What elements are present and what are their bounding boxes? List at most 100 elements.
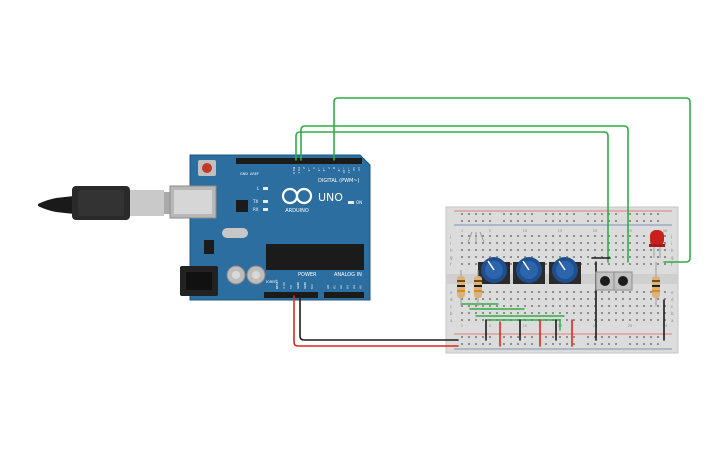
breadboard-hole[interactable] [622,235,624,237]
breadboard-hole[interactable] [475,319,477,321]
breadboard-hole[interactable] [664,256,666,258]
breadboard-hole[interactable] [468,263,470,265]
wire-green-pin7[interactable] [300,125,629,263]
breadboard-hole[interactable] [587,312,589,314]
breadboard-hole[interactable] [615,291,617,293]
breadboard-hole[interactable] [545,242,547,244]
breadboard-hole[interactable] [517,220,519,222]
breadboard-hole[interactable] [531,213,533,215]
breadboard-hole[interactable] [629,319,631,321]
breadboard-hole[interactable] [517,291,519,293]
breadboard-hole[interactable] [608,249,610,251]
breadboard-hole[interactable] [517,213,519,215]
breadboard-hole[interactable] [594,312,596,314]
breadboard-hole[interactable] [559,312,561,314]
breadboard-hole[interactable] [475,213,477,215]
breadboard-hole[interactable] [594,343,596,345]
breadboard-hole[interactable] [468,213,470,215]
breadboard-hole[interactable] [468,319,470,321]
breadboard-hole[interactable] [545,305,547,307]
breadboard-hole[interactable] [615,220,617,222]
breadboard-hole[interactable] [622,242,624,244]
breadboard-hole[interactable] [636,263,638,265]
breadboard-hole[interactable] [615,336,617,338]
breadboard-hole[interactable] [545,220,547,222]
breadboard-hole[interactable] [461,263,463,265]
wire-green-bb4[interactable] [485,319,561,331]
breadboard-hole[interactable] [552,291,554,293]
breadboard-hole[interactable] [517,235,519,237]
breadboard-hole[interactable] [524,343,526,345]
breadboard-hole[interactable] [629,235,631,237]
breadboard-hole[interactable] [559,305,561,307]
wire-red-5v[interactable] [293,295,459,347]
breadboard-hole[interactable] [566,319,568,321]
breadboard-hole[interactable] [503,343,505,345]
breadboard-hole[interactable] [587,263,589,265]
breadboard-hole[interactable] [475,249,477,251]
breadboard-hole[interactable] [657,343,659,345]
breadboard-hole[interactable] [573,312,575,314]
breadboard-hole[interactable] [524,312,526,314]
breadboard-hole[interactable] [636,291,638,293]
breadboard-hole[interactable] [629,220,631,222]
breadboard-hole[interactable] [524,305,526,307]
breadboard-hole[interactable] [615,213,617,215]
breadboard-hole[interactable] [650,343,652,345]
breadboard-hole[interactable] [503,336,505,338]
breadboard-hole[interactable] [573,305,575,307]
breadboard-hole[interactable] [510,343,512,345]
breadboard-hole[interactable] [594,256,596,258]
breadboard-hole[interactable] [650,249,652,251]
breadboard-hole[interactable] [545,263,547,265]
breadboard-hole[interactable] [608,220,610,222]
resistor-1[interactable] [457,270,465,306]
breadboard-hole[interactable] [615,319,617,321]
breadboard-hole[interactable] [559,249,561,251]
breadboard-hole[interactable] [622,305,624,307]
breadboard-hole[interactable] [489,235,491,237]
breadboard-hole[interactable] [650,298,652,300]
breadboard-hole[interactable] [594,235,596,237]
breadboard-hole[interactable] [643,291,645,293]
breadboard-hole[interactable] [489,305,491,307]
breadboard-hole[interactable] [650,256,652,258]
breadboard-hole[interactable] [545,343,547,345]
breadboard-hole[interactable] [496,256,498,258]
breadboard-hole[interactable] [510,291,512,293]
breadboard-hole[interactable] [587,298,589,300]
breadboard-hole[interactable] [566,298,568,300]
breadboard-hole[interactable] [559,235,561,237]
breadboard-hole[interactable] [636,220,638,222]
breadboard-hole[interactable] [559,256,561,258]
breadboard-hole[interactable] [517,242,519,244]
breadboard-hole[interactable] [587,249,589,251]
breadboard-hole[interactable] [643,256,645,258]
breadboard-hole[interactable] [629,305,631,307]
breadboard-hole[interactable] [615,298,617,300]
breadboard-hole[interactable] [615,235,617,237]
breadboard-hole[interactable] [664,235,666,237]
breadboard-hole[interactable] [580,242,582,244]
breadboard-hole[interactable] [468,249,470,251]
breadboard-hole[interactable] [615,312,617,314]
breadboard-hole[interactable] [552,256,554,258]
breadboard-hole[interactable] [622,249,624,251]
breadboard-hole[interactable] [594,220,596,222]
breadboard-hole[interactable] [559,220,561,222]
breadboard-hole[interactable] [538,298,540,300]
breadboard-hole[interactable] [643,298,645,300]
breadboard-hole[interactable] [629,263,631,265]
breadboard-hole[interactable] [538,312,540,314]
breadboard-hole[interactable] [482,213,484,215]
breadboard-hole[interactable] [608,291,610,293]
breadboard-hole[interactable] [552,336,554,338]
breadboard-hole[interactable] [629,291,631,293]
breadboard-hole[interactable] [531,235,533,237]
breadboard-hole[interactable] [552,235,554,237]
breadboard-hole[interactable] [461,319,463,321]
breadboard-hole[interactable] [629,249,631,251]
breadboard-hole[interactable] [587,291,589,293]
breadboard-hole[interactable] [482,336,484,338]
breadboard-hole[interactable] [475,298,477,300]
